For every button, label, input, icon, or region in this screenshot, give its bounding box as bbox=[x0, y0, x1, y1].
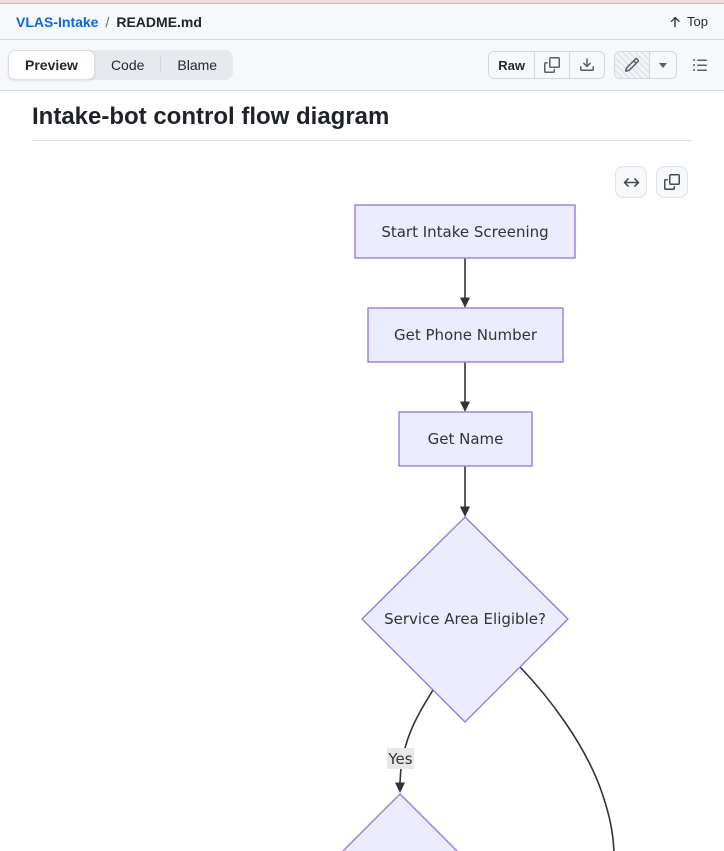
breadcrumb: VLAS-Intake / README.md bbox=[16, 14, 202, 30]
raw-actions-group: Raw bbox=[488, 51, 605, 79]
copy-icon bbox=[664, 174, 680, 190]
edge-label-background bbox=[387, 748, 414, 769]
caret-down-icon bbox=[659, 62, 667, 68]
flowchart-node-name: Get Name bbox=[398, 411, 533, 467]
node-diamond bbox=[361, 516, 569, 723]
top-banner-strip bbox=[0, 0, 724, 4]
flowchart-node-eligible: Service Area Eligible? bbox=[361, 516, 569, 723]
arrowhead-icon bbox=[460, 506, 470, 517]
node-label: Get Phone Number bbox=[394, 326, 538, 344]
file-toolbar: Preview Code Blame Raw bbox=[0, 40, 724, 91]
edit-button[interactable] bbox=[615, 52, 649, 78]
node-rect bbox=[354, 204, 576, 259]
top-link-label: Top bbox=[687, 14, 708, 29]
tab-preview[interactable]: Preview bbox=[8, 50, 95, 80]
flowchart-node-start: Start Intake Screening bbox=[354, 204, 576, 259]
arrowhead-icon bbox=[460, 297, 470, 308]
edge-label-text: Yes bbox=[387, 750, 412, 768]
download-icon bbox=[579, 57, 595, 73]
diagram-pan-button[interactable] bbox=[615, 166, 647, 198]
breadcrumb-repo-link[interactable]: VLAS-Intake bbox=[16, 13, 99, 30]
edge-eligible-yes bbox=[399, 689, 434, 784]
breadcrumb-separator: / bbox=[105, 13, 110, 30]
file-sticky-header: VLAS-Intake / README.md Top bbox=[0, 4, 724, 40]
node-rect bbox=[398, 411, 533, 467]
node-label: Service Area Eligible? bbox=[384, 610, 546, 628]
node-diamond bbox=[342, 793, 458, 851]
mermaid-diagram: Start Intake Screening Get Phone Number … bbox=[32, 152, 692, 851]
edit-group bbox=[614, 51, 677, 79]
raw-button[interactable]: Raw bbox=[489, 52, 534, 78]
flowchart-node-next-partial bbox=[342, 793, 458, 851]
pencil-icon bbox=[624, 57, 640, 73]
markdown-body: Intake-bot control flow diagram bbox=[0, 91, 724, 851]
arrowhead-icon bbox=[460, 401, 470, 412]
page-title: Intake-bot control flow diagram bbox=[32, 99, 692, 141]
list-unordered-icon bbox=[692, 57, 708, 73]
copy-raw-button[interactable] bbox=[534, 52, 569, 78]
node-label: Get Name bbox=[428, 430, 504, 448]
arrow-up-icon bbox=[668, 15, 682, 29]
tab-divider bbox=[160, 57, 162, 73]
edge-eligible-offscreen bbox=[519, 666, 615, 851]
outline-button[interactable] bbox=[690, 55, 710, 75]
horizontal-arrows-icon bbox=[623, 174, 640, 191]
flowchart-edges bbox=[395, 258, 615, 851]
node-label: Start Intake Screening bbox=[381, 223, 548, 241]
download-raw-button[interactable] bbox=[569, 52, 604, 78]
copy-icon bbox=[544, 57, 560, 73]
edge-label-yes: Yes bbox=[387, 748, 414, 769]
diagram-copy-button[interactable] bbox=[656, 166, 688, 198]
tab-code[interactable]: Code bbox=[95, 50, 160, 80]
back-to-top-link[interactable]: Top bbox=[668, 14, 708, 29]
flowchart-svg: Start Intake Screening Get Phone Number … bbox=[342, 204, 615, 851]
tab-blame[interactable]: Blame bbox=[161, 50, 233, 80]
edit-dropdown-button[interactable] bbox=[649, 52, 676, 78]
flowchart-node-phone: Get Phone Number bbox=[367, 307, 564, 363]
breadcrumb-file-name: README.md bbox=[116, 13, 202, 30]
diagram-controls bbox=[615, 166, 688, 198]
arrowhead-icon bbox=[395, 782, 405, 793]
toolbar-actions: Raw bbox=[488, 51, 710, 79]
node-rect bbox=[367, 307, 564, 363]
view-switcher: Preview Code Blame bbox=[8, 50, 234, 80]
